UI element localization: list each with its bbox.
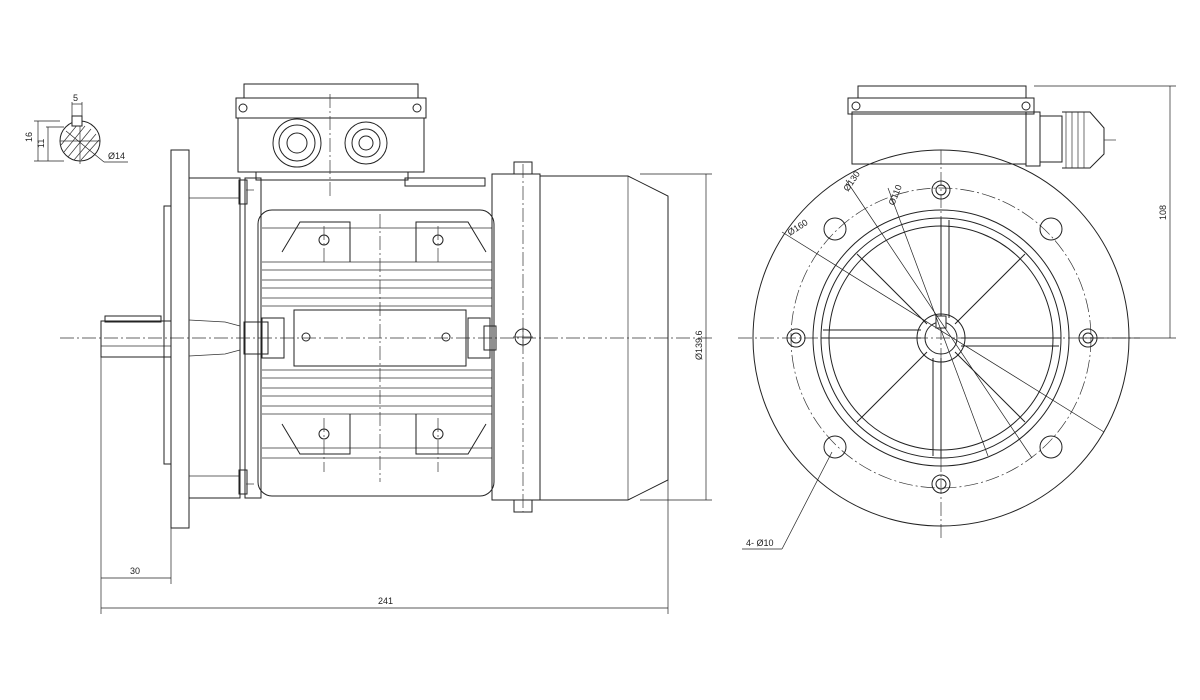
pcd-outer-label: Ø160	[786, 217, 810, 237]
overall-length-label: 241	[378, 596, 393, 606]
shaft-length-label: 30	[130, 566, 140, 576]
shaft-height-16-label: 16	[24, 132, 34, 142]
motor-side-view: Ø139.6 30 241	[60, 83, 712, 614]
height-label: 108	[1158, 205, 1168, 220]
key-width-label: 5	[73, 93, 78, 103]
shaft-diameter-label: Ø14	[108, 151, 125, 161]
motor-end-view: Ø160 Ø130 Ø110 108 4- Ø10	[738, 85, 1176, 550]
mount-holes-label: 4- Ø10	[746, 538, 774, 548]
body-diameter-label: Ø139.6	[694, 330, 704, 360]
shaft-key-detail: 5 16 11 Ø14	[24, 93, 128, 164]
spigot-label: Ø130	[841, 169, 862, 193]
pcd-hole-label: Ø110	[887, 183, 904, 207]
shaft-height-11-label: 11	[36, 139, 46, 148]
